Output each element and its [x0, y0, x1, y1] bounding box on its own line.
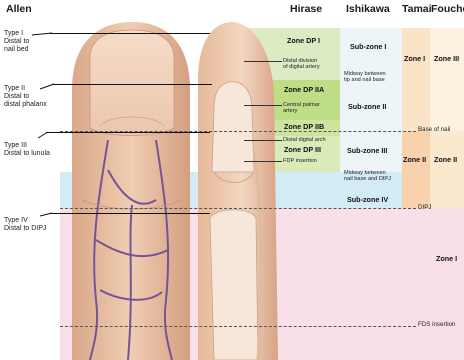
ishikawa-subzone1: Sub-zone I [350, 42, 386, 51]
allen-type1-desc2: nail bed [4, 46, 29, 54]
header-tamai: Tamai [402, 3, 432, 15]
pointer-digital-arch [244, 140, 282, 141]
allen-type3: Type III Distal to lunula [4, 142, 50, 158]
fds-insertion-line [60, 326, 416, 327]
hirase-zone-dp2b: Zone DP IIB [284, 122, 324, 131]
landmark-base-of-nail: Base of nail [418, 127, 450, 133]
hirase-zone-dp1: Zone DP I [287, 36, 320, 45]
header-ishikawa: Ishikawa [346, 3, 390, 15]
allen-type1-desc1: Distal to [4, 38, 29, 46]
hirase-zone-dp3: Zone DP III [284, 145, 321, 154]
dipj-line [60, 208, 416, 209]
allen-type4-desc1: Distal to DIPJ [4, 225, 46, 233]
ishikawa-subzone4: Sub-zone IV [347, 195, 388, 204]
allen-type2-title: Type II [4, 85, 47, 93]
hirase-ann-palmar-artery-2: artery [283, 108, 320, 114]
fouche-zone1: Zone I [436, 254, 457, 263]
header-fouche: Fouche [431, 3, 464, 15]
tamai-zone2: Zone II [403, 155, 426, 164]
hirase-ann-digital-artery-2: of digital artery [283, 64, 320, 70]
tamai-zone1: Zone I [404, 54, 425, 63]
pointer-digital-artery [244, 61, 282, 62]
allen-type4-title: Type IV [4, 217, 46, 225]
hirase-zone-dp2a: Zone DP IIA [284, 85, 324, 94]
ishikawa-ann-mid-tip-2: tip and nail base [344, 77, 386, 83]
header-hirase: Hirase [290, 3, 322, 15]
allen-type2-desc1: Distal to [4, 93, 47, 101]
fouche-zone3: Zone III [434, 54, 459, 63]
fouche-zone2: Zone II [434, 155, 457, 164]
ishikawa-subzone3: Sub-zone III [347, 146, 387, 155]
allen-type2: Type II Distal to distal phalanx [4, 85, 47, 109]
allen-type4: Type IV Distal to DIPJ [4, 217, 46, 233]
header-allen: Allen [6, 3, 32, 15]
allen-type1: Type I Distal to nail bed [4, 30, 29, 54]
base-of-nail-line [60, 131, 416, 132]
allen-type1-title: Type I [4, 30, 29, 38]
hirase-ann-digital-artery: Distal division of digital artery [283, 58, 320, 71]
allen-type2-desc2: distal phalanx [4, 101, 47, 109]
allen-type3-title: Type III [4, 142, 50, 150]
hirase-ann-fdp: FDP insertion [283, 158, 317, 164]
landmark-dipj: DIPJ [418, 205, 431, 211]
pointer-palmar-artery [244, 105, 282, 106]
ishikawa-ann-mid-dipj: Midway between nail base and DIPJ [344, 170, 391, 183]
landmark-fds-insertion: FDS insertion [418, 322, 455, 328]
allen-type3-desc1: Distal to lunula [4, 150, 50, 158]
hirase-ann-digital-arch: Distal digital arch [283, 137, 326, 143]
ishikawa-ann-mid-dipj-2: nail base and DIPJ [344, 176, 391, 182]
hirase-ann-palmar-artery: Central palmar artery [283, 102, 320, 115]
ishikawa-ann-mid-tip: Midway between tip and nail base [344, 71, 386, 84]
pointer-fdp [244, 161, 282, 162]
ishikawa-subzone2: Sub-zone II [348, 102, 386, 111]
